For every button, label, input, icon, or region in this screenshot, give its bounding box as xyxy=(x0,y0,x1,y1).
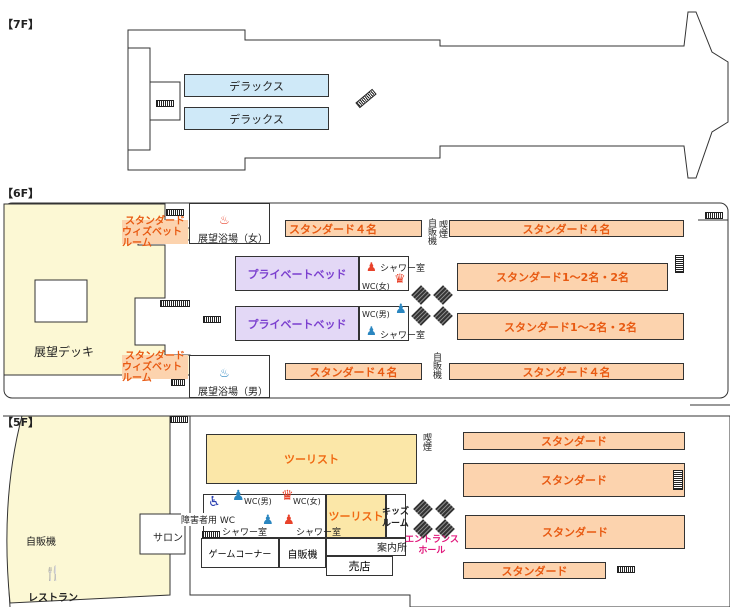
shower-label: シャワー室 xyxy=(296,528,342,538)
male-icon: ♟ xyxy=(395,302,407,317)
vending-label: 自販機 xyxy=(431,352,441,379)
private-bed-1[interactable]: プライベートベッド xyxy=(235,256,359,291)
room-label: スタンダード xyxy=(125,215,185,227)
deluxe-room-2[interactable]: デラックス xyxy=(184,107,329,130)
wc-female-label: WC(女) xyxy=(293,497,321,506)
standard-room[interactable]: スタンダード４名 xyxy=(449,220,684,237)
room-label: ウィズベットルーム xyxy=(122,361,182,384)
bath-male[interactable] xyxy=(189,355,270,398)
stairs-icon xyxy=(673,470,683,490)
deck-label: 展望デッキ xyxy=(34,345,95,359)
bath-female-icon: ♨ xyxy=(219,213,230,227)
standard-room[interactable]: スタンダード xyxy=(465,515,685,549)
stairs-icon xyxy=(203,316,221,323)
kids-label: ルーム xyxy=(382,519,409,529)
room-label: スタンダード xyxy=(125,350,185,362)
accessible-wc-label: 障害者用 WC xyxy=(181,513,236,526)
stairs-icon xyxy=(166,209,184,216)
stairs-icon xyxy=(171,379,185,386)
kids-label: キッズ xyxy=(382,507,410,517)
male-icon: ♟ xyxy=(232,488,245,504)
entrance-label: エントランス xyxy=(405,535,459,545)
bath-male-icon: ♨ xyxy=(219,366,230,380)
stairs-icon xyxy=(170,416,188,423)
bath-male-label: 展望浴場（男） xyxy=(198,387,268,398)
info-label: 案内所 xyxy=(377,543,407,554)
shower-label: シャワー室 xyxy=(222,528,268,538)
shower-label: シャワー室 xyxy=(380,264,426,274)
vending-area: 自販機 xyxy=(279,538,326,568)
vending-label: 自販機 xyxy=(426,218,436,245)
standard-room[interactable]: スタンダード xyxy=(463,432,685,450)
tourist-room-2[interactable]: ツーリスト xyxy=(326,494,386,538)
standard-room[interactable]: スタンダード４名 xyxy=(449,363,684,380)
shower-male-icon: ♟ xyxy=(366,324,377,338)
info-desk[interactable] xyxy=(326,538,406,556)
smoking-label: 喫煙 xyxy=(437,220,447,238)
smoking-label: 喫煙 xyxy=(421,433,431,451)
stairs-icon xyxy=(617,566,635,573)
wc-male-label: WC(男) xyxy=(244,497,272,506)
wisbet-room-bottom[interactable]: スタンダードウィズベットルーム xyxy=(122,351,188,384)
accessible-icon: ♿ xyxy=(208,494,221,510)
standard-room[interactable]: スタンダード1～2名・2名 xyxy=(457,313,684,340)
vending-label: 自販機 xyxy=(26,537,56,548)
room-label: ウィズベットルーム xyxy=(122,226,182,249)
bath-female-label: 展望浴場（女） xyxy=(198,234,268,245)
wc-shower-male[interactable] xyxy=(359,306,409,341)
salon-label: サロン xyxy=(153,533,183,544)
wc-shower-female[interactable] xyxy=(359,256,409,291)
wc-area[interactable] xyxy=(203,494,326,538)
bath-female[interactable] xyxy=(189,203,270,244)
stairs-icon xyxy=(156,100,174,107)
hull-7f xyxy=(127,11,729,179)
standard-room[interactable]: スタンダード４名 xyxy=(285,220,422,237)
standard-room[interactable]: スタンダード1～2名・2名 xyxy=(457,263,668,291)
shower-female-icon: ♟ xyxy=(283,513,295,528)
stairs-icon xyxy=(202,531,220,538)
standard-room[interactable]: スタンダード xyxy=(463,463,685,497)
deluxe-room-1[interactable]: デラックス xyxy=(184,74,329,97)
stairs-icon xyxy=(160,300,190,307)
game-corner[interactable]: ゲームコーナー xyxy=(201,538,279,568)
stairs-icon xyxy=(675,255,684,273)
standard-room[interactable]: スタンダード xyxy=(463,562,606,579)
wc-female-label: WC(女) xyxy=(362,282,390,291)
floor-label-5f: 【5F】 xyxy=(2,416,40,429)
entrance-label: ホール xyxy=(418,546,446,556)
female-icon: ♛ xyxy=(281,488,294,504)
kids-room[interactable] xyxy=(386,494,406,538)
shower-label: シャワー室 xyxy=(380,331,426,341)
tourist-room-1[interactable]: ツーリスト xyxy=(206,434,417,484)
restaurant-label: レストラン xyxy=(28,593,78,604)
female-icon: ♛ xyxy=(394,272,406,287)
entrance-hall-label: エントランスホール xyxy=(405,535,459,557)
floor-label-7f: 【7F】 xyxy=(2,18,40,31)
wisbet-room-top[interactable]: スタンダードウィズベットルーム xyxy=(122,216,188,249)
private-bed-2[interactable]: プライベートベッド xyxy=(235,306,359,341)
kids-room-label: キッズルーム xyxy=(382,506,409,530)
shower-female-icon: ♟ xyxy=(366,260,377,274)
standard-room[interactable]: スタンダード４名 xyxy=(285,363,422,380)
floor-label-6f: 【6F】 xyxy=(2,187,40,200)
wc-male-label: WC(男) xyxy=(362,310,390,319)
shop[interactable]: 売店 xyxy=(326,556,393,576)
shower-male-icon: ♟ xyxy=(262,513,274,528)
restaurant-icon: 🍴 xyxy=(44,566,62,582)
stairs-icon xyxy=(705,212,723,219)
